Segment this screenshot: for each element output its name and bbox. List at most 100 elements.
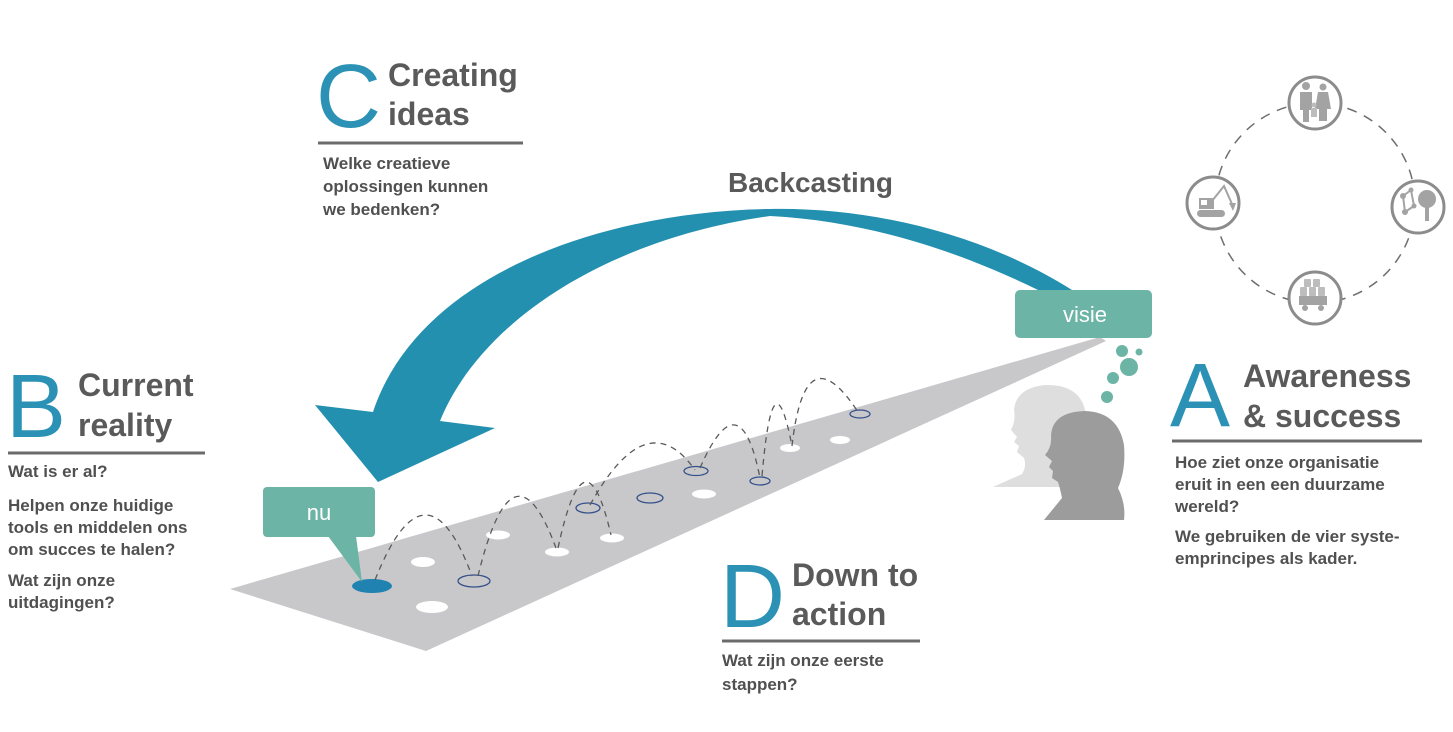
jump-arc [557, 481, 612, 549]
section-c-heading-line: Creating [388, 57, 518, 93]
molecule-bond [1410, 189, 1415, 207]
child-figure-body [1311, 108, 1317, 117]
thought-bubble [1107, 372, 1119, 384]
woman-figure-body [1315, 92, 1331, 121]
excavator-arm [1211, 184, 1233, 205]
section-d-letter: D [720, 547, 785, 647]
excavator-window [1201, 200, 1207, 205]
section-b-text-line: Helpen onze huidige [8, 496, 173, 515]
barrel [1304, 279, 1311, 287]
section-c-letter: C [316, 47, 381, 147]
now-label-pointer [328, 536, 362, 582]
jump-arc [374, 514, 473, 581]
road-hole [692, 489, 716, 499]
truck-wheel [1318, 305, 1324, 311]
truck-wheel [1302, 305, 1308, 311]
section-a: A Awareness & success Hoe ziet onze orga… [1170, 346, 1422, 568]
system-conditions-cycle [1185, 75, 1446, 326]
road-hole [416, 601, 448, 613]
section-a-text-line: emprincipes als kader. [1175, 549, 1357, 568]
excavator-icon [1185, 175, 1241, 231]
section-d-text-line: Wat zijn onze eerste [722, 651, 884, 670]
section-b: B Current reality Wat is er al? Helpen o… [6, 357, 205, 612]
jump-arc [477, 495, 557, 577]
section-b-text-line: uitdagingen? [8, 593, 115, 612]
section-a-letter: A [1170, 346, 1230, 446]
now-callout: nu [263, 487, 375, 582]
step-jumps [374, 378, 859, 581]
section-c-text-line: we bedenken? [322, 200, 440, 219]
now-label-box [263, 487, 375, 537]
road-hole-target [636, 492, 664, 504]
barrel [1309, 287, 1316, 296]
section-a-heading-line: & success [1243, 398, 1401, 434]
woman-figure-head [1319, 83, 1327, 91]
thought-bubble [1120, 358, 1138, 376]
vision-callout: visie [1015, 290, 1152, 338]
section-a-text-line: Hoe ziet onze organisatie [1175, 453, 1379, 472]
barrel [1313, 279, 1320, 287]
section-b-heading-line: reality [78, 407, 172, 443]
barrel [1318, 287, 1325, 296]
road-hole-target [457, 574, 491, 588]
section-d: D Down to action Wat zijn onze eerste st… [720, 547, 920, 694]
road-hole-target [575, 502, 601, 514]
section-c: C Creating ideas Welke creatieve oplossi… [316, 47, 523, 219]
road-hole [600, 533, 624, 543]
section-a-heading-line: Awareness [1243, 358, 1411, 394]
section-a-text-line: eruit in een een duurzame [1175, 475, 1385, 494]
molecule-atom [1402, 209, 1408, 215]
thought-bubble [1101, 391, 1113, 403]
section-d-heading-line: action [792, 596, 886, 632]
jump-arc [699, 424, 761, 479]
excavator-tracks [1197, 210, 1225, 217]
section-b-text-line: tools en middelen ons [8, 518, 187, 537]
vision-label-box [1015, 290, 1152, 338]
road-hole-now [352, 579, 392, 593]
section-a-text-line: wereld? [1174, 497, 1239, 516]
now-label: nu [307, 500, 331, 525]
pathway [230, 337, 1106, 651]
thought-bubble [1135, 348, 1143, 356]
excavator-bucket [1229, 203, 1236, 211]
section-a-text-line: We gebruiken de vier syste- [1175, 527, 1400, 546]
section-c-text-line: oplossingen kunnen [323, 177, 488, 196]
backcasting-arrow [315, 208, 1072, 482]
section-c-text-line: Welke creatieve [323, 154, 450, 173]
barrel [1300, 287, 1307, 296]
vision-label: visie [1063, 302, 1107, 327]
woman-head-silhouette-icon [1044, 411, 1125, 520]
icon-ring [1390, 179, 1446, 235]
road-hole-target [683, 465, 709, 477]
truck-bed [1299, 296, 1327, 305]
road-hole [411, 557, 435, 567]
road-hole-target [749, 476, 771, 486]
molecule-atom [1411, 203, 1417, 209]
family-icon [1287, 75, 1343, 131]
road-hole [780, 444, 800, 452]
road-hole-target [849, 409, 871, 419]
molecule-atom [1408, 187, 1414, 193]
backcasting-label: Backcasting [728, 167, 893, 198]
pathway-road [230, 337, 1106, 651]
thought-bubble [1116, 345, 1128, 357]
child-figure-head [1311, 102, 1317, 108]
section-b-text-line: Wat is er al? [8, 462, 108, 481]
jump-arc [589, 442, 696, 506]
visionaries [993, 345, 1143, 520]
truck-barrels-icon [1287, 270, 1343, 326]
road-hole [830, 436, 850, 444]
man-figure-body [1300, 92, 1312, 122]
section-b-text-line: om succes te halen? [8, 540, 175, 559]
jump-arc [761, 403, 793, 477]
man-figure-head [1302, 82, 1310, 90]
section-b-text-line: Wat zijn onze [8, 571, 115, 590]
road-hole [545, 547, 569, 557]
road-hole [486, 530, 510, 540]
tree-canopy [1418, 190, 1436, 208]
section-d-text-line: stappen? [722, 675, 798, 694]
molecule-atom [1400, 193, 1406, 199]
tree-trunk [1425, 206, 1429, 221]
